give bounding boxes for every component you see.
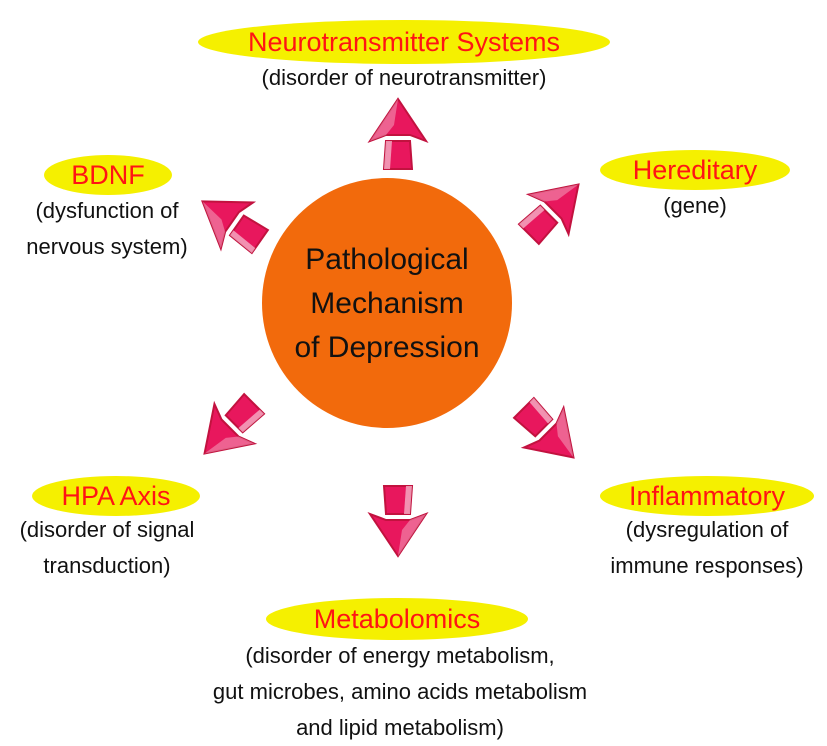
- center-label-line: Pathological: [305, 243, 469, 276]
- bdnf-desc-line: nervous system): [26, 234, 188, 259]
- arrow-up-right-icon: [508, 163, 600, 255]
- center-label: Pathological Mechanism of Depression: [262, 238, 512, 370]
- neurotransmitter-title: Neurotransmitter Systems: [198, 20, 610, 64]
- arrow-up-icon: [369, 98, 427, 170]
- neurotransmitter-desc: (disorder of neurotransmitter): [198, 60, 610, 96]
- bdnf-desc-line: (dysfunction of: [35, 198, 179, 223]
- hpa-title: HPA Axis: [32, 476, 200, 516]
- hpa-desc-line: (disorder of signal: [19, 517, 195, 542]
- center-circle: [262, 178, 512, 428]
- inflammatory-desc-line: immune responses): [610, 553, 804, 578]
- metabolomics-desc: (disorder of energy metabolism, gut micr…: [160, 638, 640, 746]
- hereditary-title: Hereditary: [600, 150, 790, 190]
- hpa-desc: (disorder of signal transduction): [4, 512, 210, 584]
- inflammatory-title: Inflammatory: [600, 476, 814, 516]
- bdnf-title: BDNF: [44, 155, 172, 195]
- arrow-down-left-icon: [183, 383, 275, 475]
- metabolomics-desc-line: (disorder of energy metabolism,: [245, 643, 555, 668]
- neurotransmitter-desc-line: (disorder of neurotransmitter): [261, 65, 547, 90]
- arrow-down-icon: [369, 485, 427, 557]
- center-label-line: of Depression: [294, 331, 480, 364]
- metabolomics-title: Metabolomics: [266, 598, 528, 640]
- hpa-desc-line: transduction): [43, 553, 171, 578]
- metabolomics-desc-line: gut microbes, amino acids metabolism: [212, 679, 588, 704]
- inflammatory-desc: (dysregulation of immune responses): [597, 512, 817, 584]
- inflammatory-desc-line: (dysregulation of: [625, 517, 789, 542]
- hereditary-desc: (gene): [600, 188, 790, 224]
- center-label-line: Mechanism: [310, 287, 464, 320]
- arrow-down-right-icon: [503, 387, 595, 479]
- bdnf-desc: (dysfunction of nervous system): [2, 193, 212, 265]
- hereditary-desc-line: (gene): [663, 193, 727, 218]
- metabolomics-desc-line: and lipid metabolism): [296, 715, 504, 740]
